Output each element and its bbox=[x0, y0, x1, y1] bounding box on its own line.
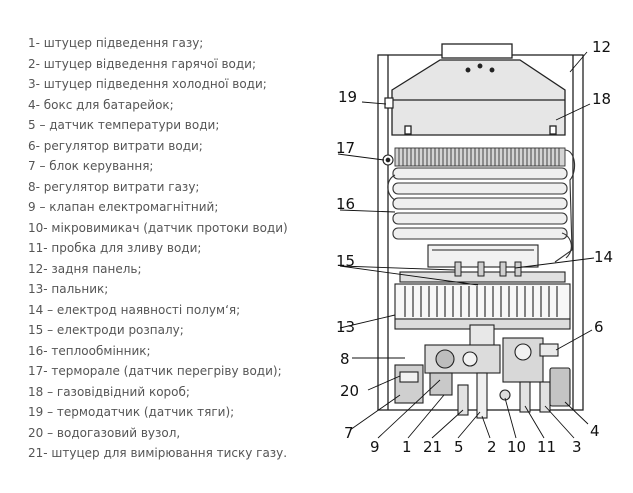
callout-13: 13 bbox=[336, 318, 355, 336]
legend-item-17: 17- терморале (датчик перегріву води); bbox=[28, 364, 282, 378]
electrodes bbox=[454, 261, 522, 277]
legend-item-5: 5 – датчик температури води; bbox=[28, 118, 220, 132]
burner bbox=[394, 244, 571, 330]
legend-item-4: 4- бокс для батарейок; bbox=[28, 97, 174, 112]
callout-21: 21 bbox=[423, 438, 442, 456]
callout-2: 2 bbox=[487, 438, 497, 456]
legend-item-2: 2- штуцер відведення гарячої води; bbox=[28, 56, 257, 71]
legend-item-19: 19 – термодатчик (датчик тяги); bbox=[28, 405, 235, 419]
callout-10: 10 bbox=[507, 438, 526, 456]
callout-7: 7 bbox=[344, 424, 354, 442]
legend-item-11: 11- пробка для зливу води; bbox=[28, 241, 202, 255]
overheat-thermostat bbox=[382, 154, 394, 166]
legend-item-13: 13- пальник; bbox=[28, 282, 109, 296]
legend-item-12: 12- задня панель; bbox=[28, 261, 142, 276]
callout-5: 5 bbox=[454, 438, 464, 456]
callout-3: 3 bbox=[572, 438, 582, 456]
callout-4: 4 bbox=[590, 422, 600, 440]
legend-item-18: 18 – газовідвідний короб; bbox=[28, 384, 190, 399]
legend-item-14: 14 – електрод наявності полум‘я; bbox=[28, 302, 241, 317]
callout-16: 16 bbox=[336, 195, 355, 213]
callout-17: 17 bbox=[336, 139, 355, 157]
callout-18: 18 bbox=[592, 90, 611, 108]
legend-item-10: 10- мікровимикач (датчик протоки води) bbox=[28, 220, 288, 235]
callout-1: 1 bbox=[402, 438, 412, 456]
legend-item-7: 7 – блок керування; bbox=[28, 159, 154, 173]
callout-19: 19 bbox=[338, 88, 357, 106]
battery-box bbox=[549, 367, 571, 407]
parts-legend: 1- штуцер підведення газу; 2- штуцер від… bbox=[28, 33, 328, 464]
legend-item-20: 20 – водогазовий вузол, bbox=[28, 425, 181, 440]
leader-lines bbox=[337, 51, 595, 439]
legend-item-3: 3- штуцер підведення холодної води; bbox=[28, 77, 267, 91]
legend-item-1: 1- штуцер підведення газу; bbox=[28, 36, 204, 50]
callout-14: 14 bbox=[594, 248, 613, 266]
callout-6: 6 bbox=[594, 318, 604, 336]
water-gas-unit bbox=[424, 324, 559, 419]
legend-item-15: 15 – електроди розпалу; bbox=[28, 323, 184, 337]
legend-item-16: 16- теплообмінник; bbox=[28, 343, 151, 358]
control-block bbox=[394, 364, 424, 404]
legend-item-21: 21- штуцер для вимірювання тиску газу. bbox=[28, 446, 288, 460]
callout-12: 12 bbox=[592, 38, 611, 56]
legend-item-6: 6- регулятор витрати води; bbox=[28, 138, 203, 153]
legend-item-8: 8- регулятор витрати газу; bbox=[28, 179, 200, 194]
callout-8: 8 bbox=[340, 350, 350, 368]
callout-9: 9 bbox=[370, 438, 380, 456]
callout-11: 11 bbox=[537, 438, 556, 456]
legend-item-9: 9 – клапан електромагнітний; bbox=[28, 200, 219, 214]
heat-exchanger-coils bbox=[387, 149, 576, 263]
callout-15: 15 bbox=[336, 252, 355, 270]
heat-exchanger-fins bbox=[394, 147, 566, 167]
flue-hood bbox=[391, 59, 566, 136]
back-panel bbox=[377, 43, 584, 411]
flue-sensor bbox=[384, 97, 394, 109]
callout-20: 20 bbox=[340, 382, 359, 400]
